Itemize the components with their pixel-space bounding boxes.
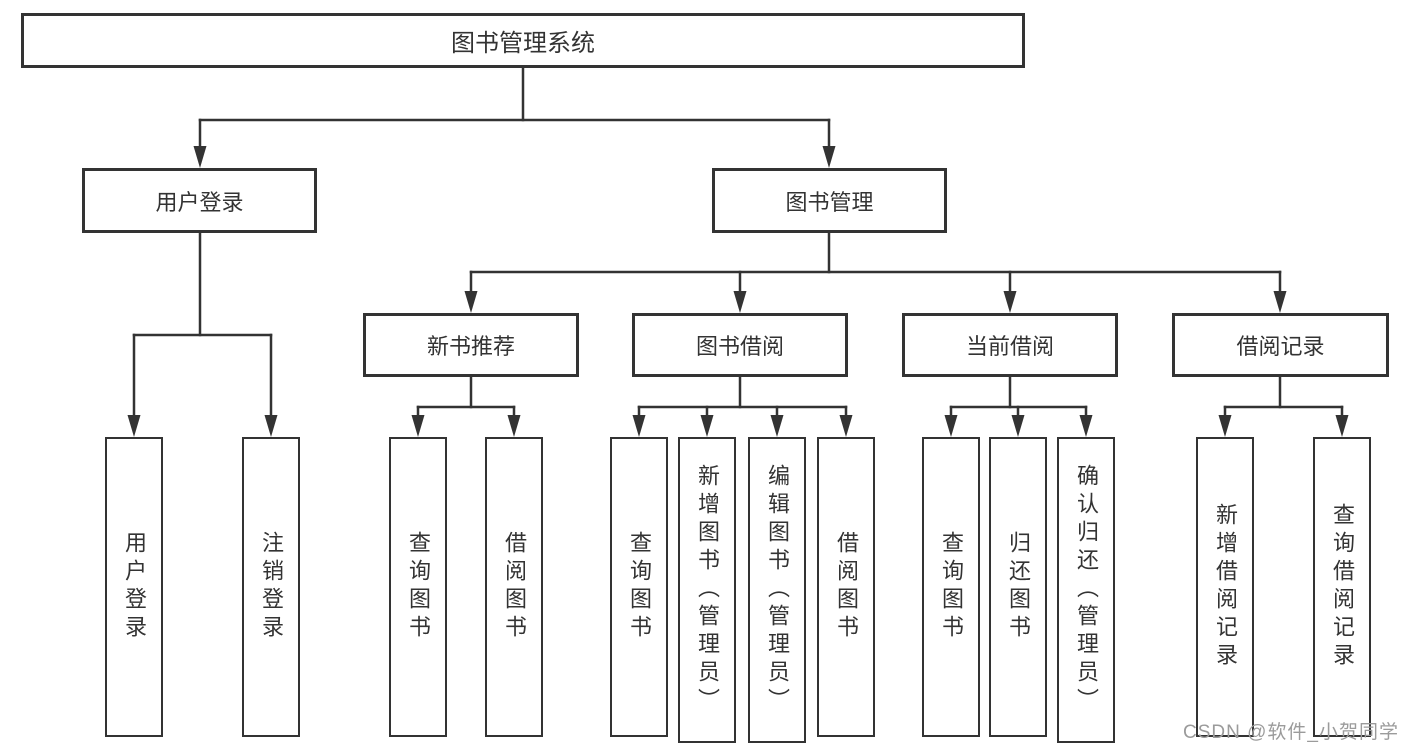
- leaf-edit-book-admin: 编辑图书（管理员）: [748, 437, 806, 743]
- leaf-confirm-return-admin: 确认归还（管理员）: [1057, 437, 1115, 743]
- leaf-borrow-book: 借阅图书: [817, 437, 875, 737]
- leaf-user-login: 用户登录: [105, 437, 163, 737]
- leaf-query-book-borrow: 查询图书: [610, 437, 668, 737]
- leaf-label: 注销登录: [259, 531, 284, 643]
- node-borrow-records: 借阅记录: [1172, 313, 1389, 377]
- leaf-borrow-book-recommend: 借阅图书: [485, 437, 543, 737]
- csdn-watermark: CSDN @软件_小贺同学: [1183, 722, 1399, 743]
- leaf-add-borrow-record: 新增借阅记录: [1196, 437, 1254, 737]
- node-user-login: 用户登录: [82, 168, 317, 233]
- leaf-label: 查询图书: [627, 531, 652, 643]
- leaf-label: 查询图书: [939, 531, 964, 643]
- node-label: 借阅记录: [1236, 334, 1325, 359]
- leaf-label: 归还图书: [1006, 531, 1031, 643]
- leaf-label: 查询图书: [406, 531, 431, 643]
- node-label: 当前借阅: [965, 334, 1054, 359]
- node-label: 图书管理: [785, 189, 874, 215]
- node-label: 图书借阅: [695, 334, 784, 359]
- leaf-query-book-current: 查询图书: [922, 437, 980, 737]
- leaf-label: 用户登录: [122, 531, 147, 643]
- node-book-borrow: 图书借阅: [632, 313, 848, 377]
- leaf-label: 借阅图书: [502, 531, 527, 643]
- leaf-label: 查询借阅记录: [1330, 503, 1355, 671]
- node-book-management: 图书管理: [712, 168, 947, 233]
- leaf-label: 新增图书（管理员）: [695, 464, 720, 716]
- node-label: 新书推荐: [426, 334, 515, 359]
- node-label: 图书管理系统: [451, 30, 595, 57]
- leaf-label: 新增借阅记录: [1213, 503, 1238, 671]
- node-library-management-system: 图书管理系统: [21, 13, 1025, 68]
- leaf-label: 借阅图书: [834, 531, 859, 643]
- leaf-label: 编辑图书（管理员）: [765, 464, 790, 716]
- node-current-borrow: 当前借阅: [902, 313, 1118, 377]
- leaf-query-book-recommend: 查询图书: [389, 437, 447, 737]
- node-new-book-recommend: 新书推荐: [363, 313, 579, 377]
- leaf-add-book-admin: 新增图书（管理员）: [678, 437, 736, 743]
- leaf-query-borrow-record: 查询借阅记录: [1313, 437, 1371, 737]
- leaf-return-book: 归还图书: [989, 437, 1047, 737]
- leaf-label: 确认归还（管理员）: [1074, 464, 1099, 716]
- node-label: 用户登录: [155, 189, 244, 215]
- arrowheads: [127, 146, 1349, 437]
- leaf-logout: 注销登录: [242, 437, 300, 737]
